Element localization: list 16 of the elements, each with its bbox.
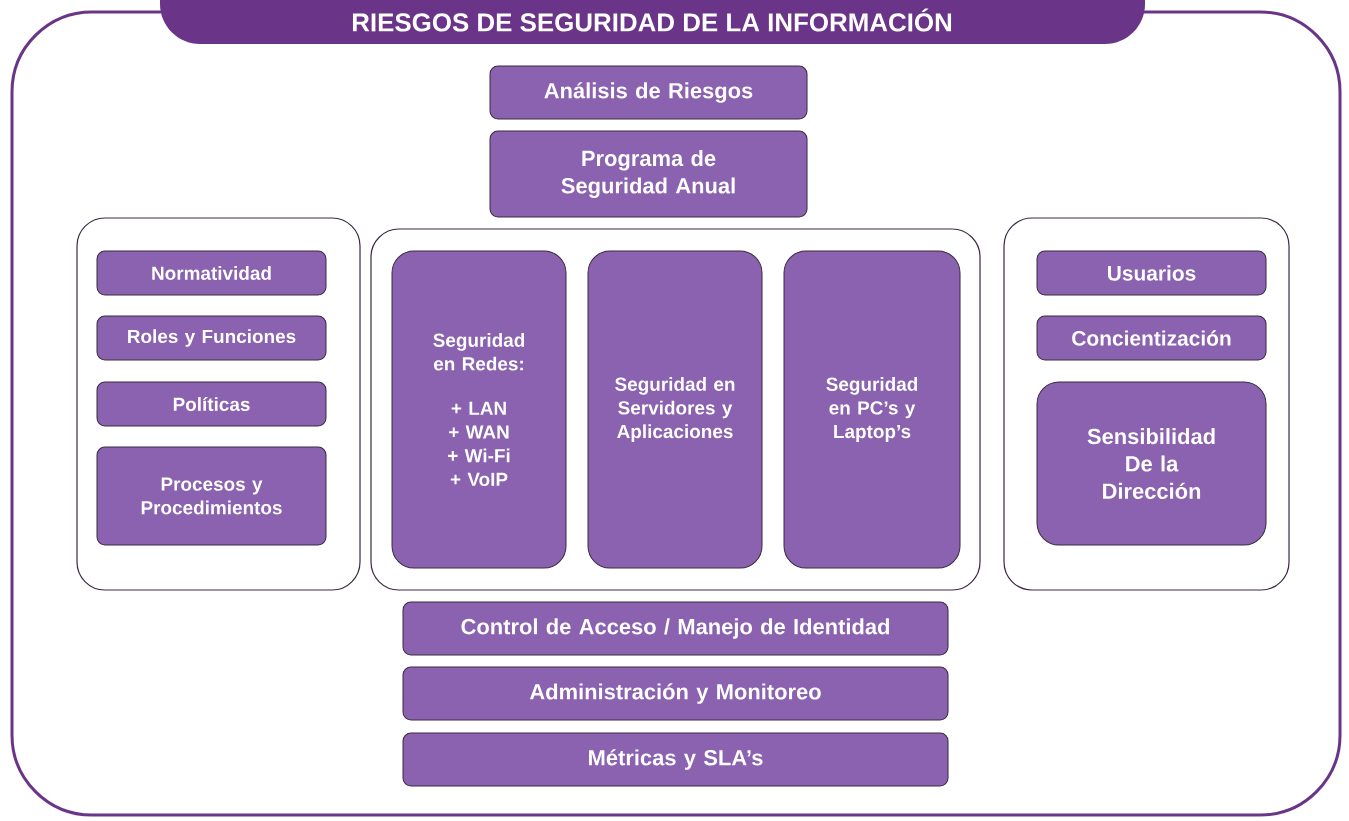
process-box: Seguridad en Servidores y Aplicaciones <box>587 250 763 569</box>
process-box: Normatividad <box>96 250 327 296</box>
process-box: Métricas y SLA’s <box>402 732 949 787</box>
process-box: Procesos y Procedimientos <box>96 446 327 546</box>
process-box: Control de Acceso / Manejo de Identidad <box>402 601 949 656</box>
process-box: Usuarios <box>1036 250 1267 296</box>
process-box: Seguridad en PC’s y Laptop’s <box>783 250 961 569</box>
process-box: Roles y Funciones <box>96 315 327 361</box>
process-box: Análisis de Riesgos <box>489 65 808 120</box>
process-box: Concientización <box>1036 315 1267 361</box>
process-box: Seguridad en Redes: + LAN + WAN + Wi-Fi + VoIP <box>391 250 567 569</box>
title-banner: RIESGOS DE SEGURIDAD DE LA INFORMACIÓN <box>160 0 1145 44</box>
process-box: Sensibilidad De la Dirección <box>1036 381 1267 546</box>
process-box: Administración y Monitoreo <box>402 666 949 721</box>
process-box: Políticas <box>96 381 327 427</box>
process-box: Programa de Seguridad Anual <box>489 130 808 218</box>
